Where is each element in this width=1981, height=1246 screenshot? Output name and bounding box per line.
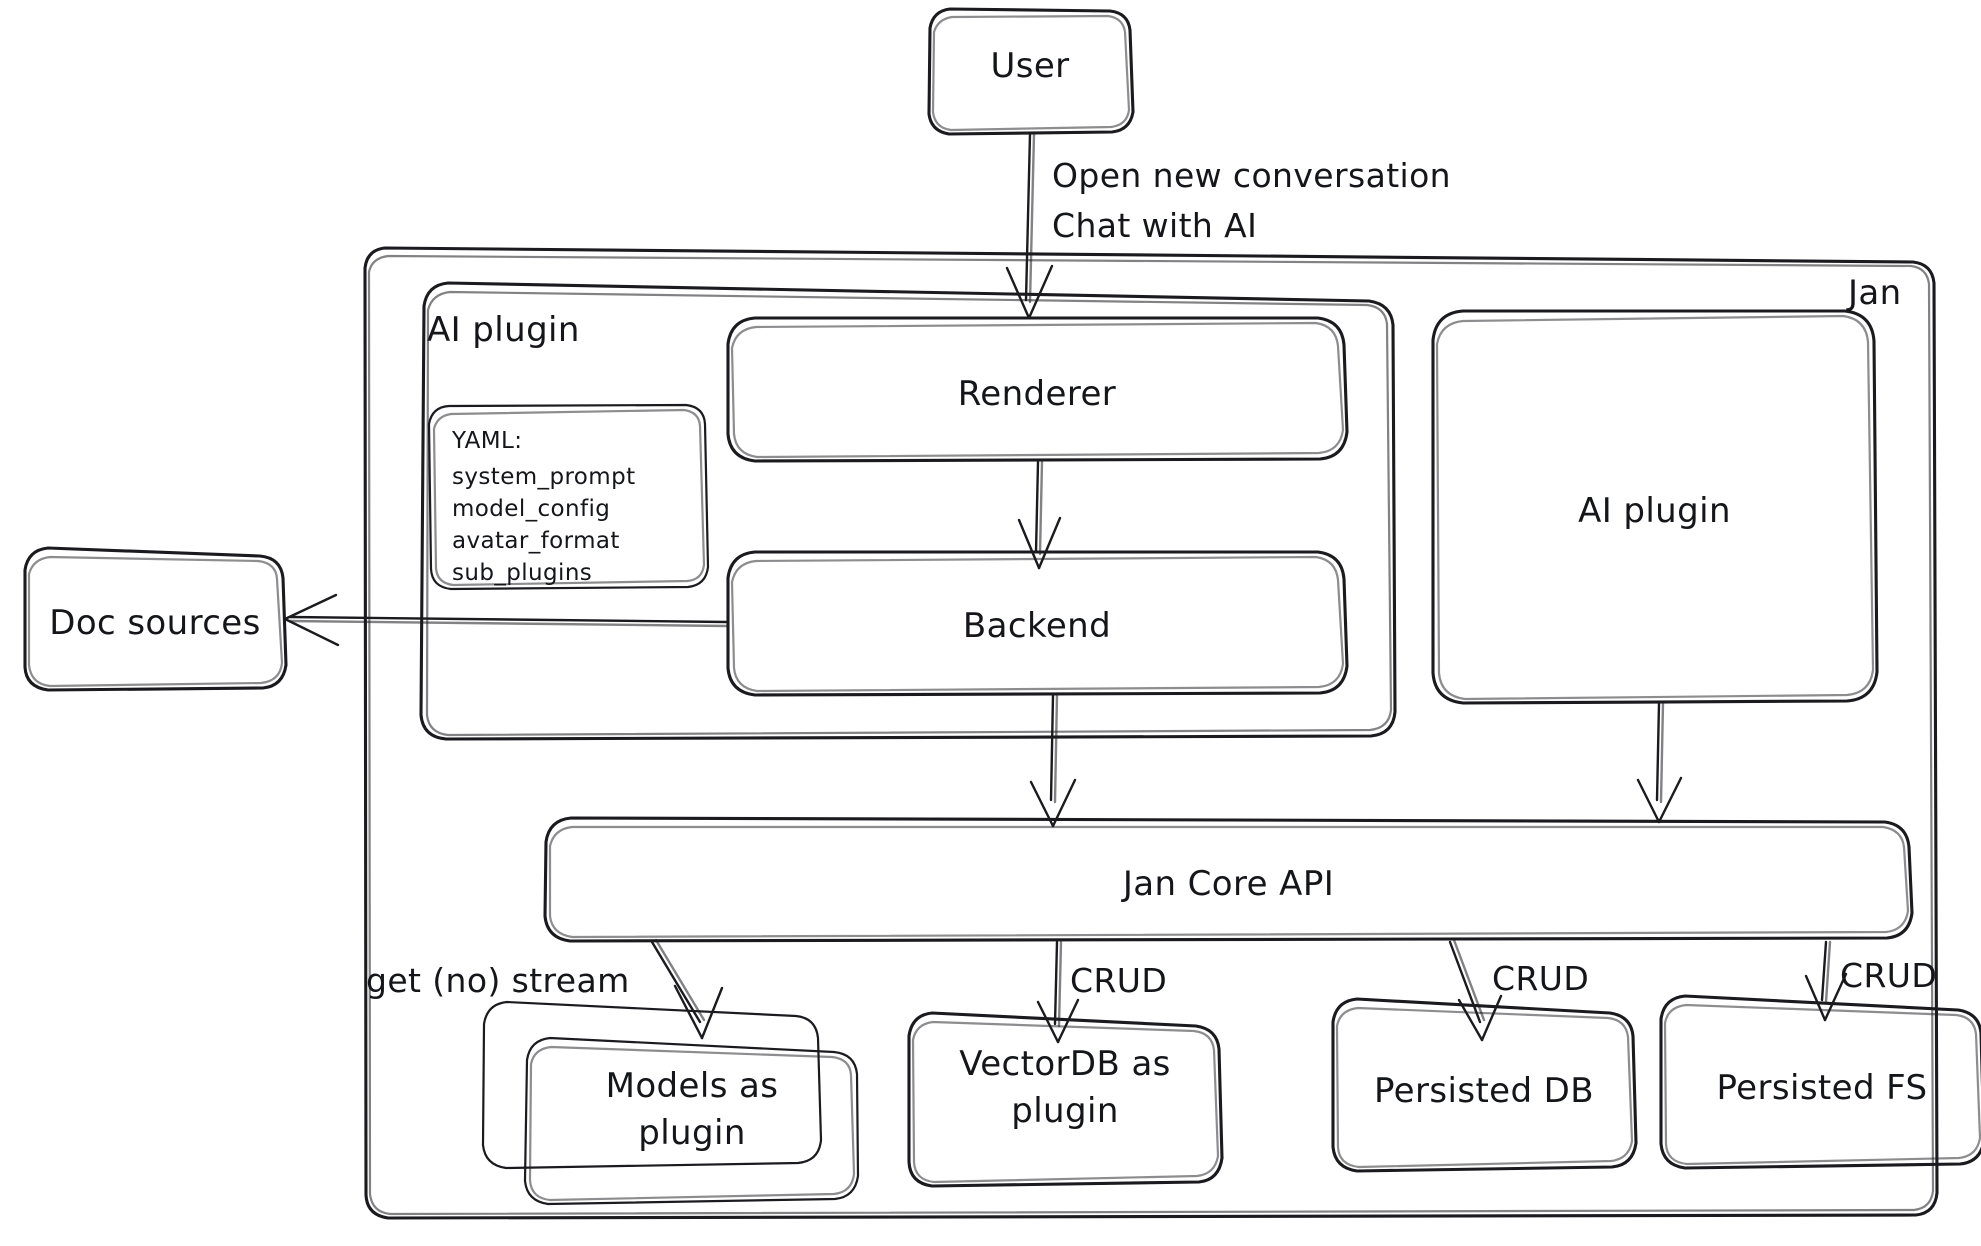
node-persisted-fs[interactable] xyxy=(1659,994,1981,1170)
edge-aiplugin-core xyxy=(1636,701,1683,824)
edge-core-persistedfs xyxy=(1804,940,1848,1022)
node-ai-plugin[interactable] xyxy=(1431,309,1879,705)
edge-backend-docsources xyxy=(283,593,729,647)
node-yaml-card xyxy=(427,403,710,591)
edge-core-persisteddb xyxy=(1448,938,1503,1042)
node-user[interactable] xyxy=(927,7,1135,136)
container-ai-plugin-group xyxy=(419,281,1397,741)
node-persisted-db[interactable] xyxy=(1331,997,1638,1173)
node-jan-core-api[interactable] xyxy=(543,816,1914,943)
node-backend[interactable] xyxy=(726,550,1349,697)
edge-backend-core xyxy=(1029,693,1077,828)
edge-user-renderer xyxy=(1005,132,1054,320)
edge-core-models xyxy=(650,938,724,1040)
container-jan xyxy=(363,246,1939,1220)
node-doc-sources[interactable] xyxy=(23,546,288,692)
edge-core-vectordb xyxy=(1036,940,1080,1044)
node-vectordb-as-plugin[interactable] xyxy=(907,1011,1224,1188)
node-models-as-plugin[interactable] xyxy=(481,1000,860,1206)
node-renderer[interactable] xyxy=(726,316,1349,463)
